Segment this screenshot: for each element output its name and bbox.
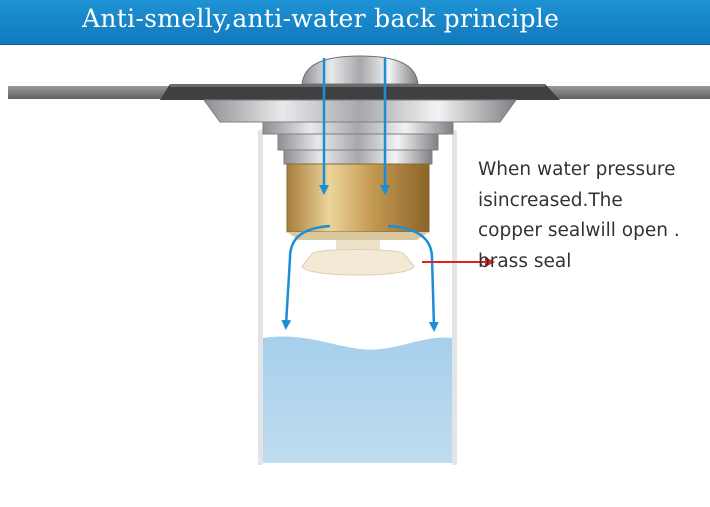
chrome-cap bbox=[301, 55, 419, 85]
drain-diagram bbox=[8, 55, 710, 465]
description-line: brass seal bbox=[478, 250, 572, 272]
description-line: When water pressure bbox=[478, 159, 676, 180]
description-line: copper sealwill open . bbox=[478, 220, 680, 241]
water-body bbox=[263, 336, 452, 463]
strainer-body bbox=[203, 99, 517, 165]
drain-pipe bbox=[258, 130, 457, 465]
brass-core bbox=[286, 163, 430, 240]
brass-seal bbox=[301, 240, 415, 276]
page-title: Anti-smelly,anti-water back principle bbox=[82, 4, 560, 33]
floor-plate bbox=[8, 84, 710, 100]
description-line: isincreased.The bbox=[478, 189, 623, 211]
description-text: When water pressure isincreased.The copp… bbox=[478, 155, 710, 277]
title-banner: Anti-smelly,anti-water back principle bbox=[0, 0, 710, 45]
flow-arrows bbox=[281, 58, 439, 332]
